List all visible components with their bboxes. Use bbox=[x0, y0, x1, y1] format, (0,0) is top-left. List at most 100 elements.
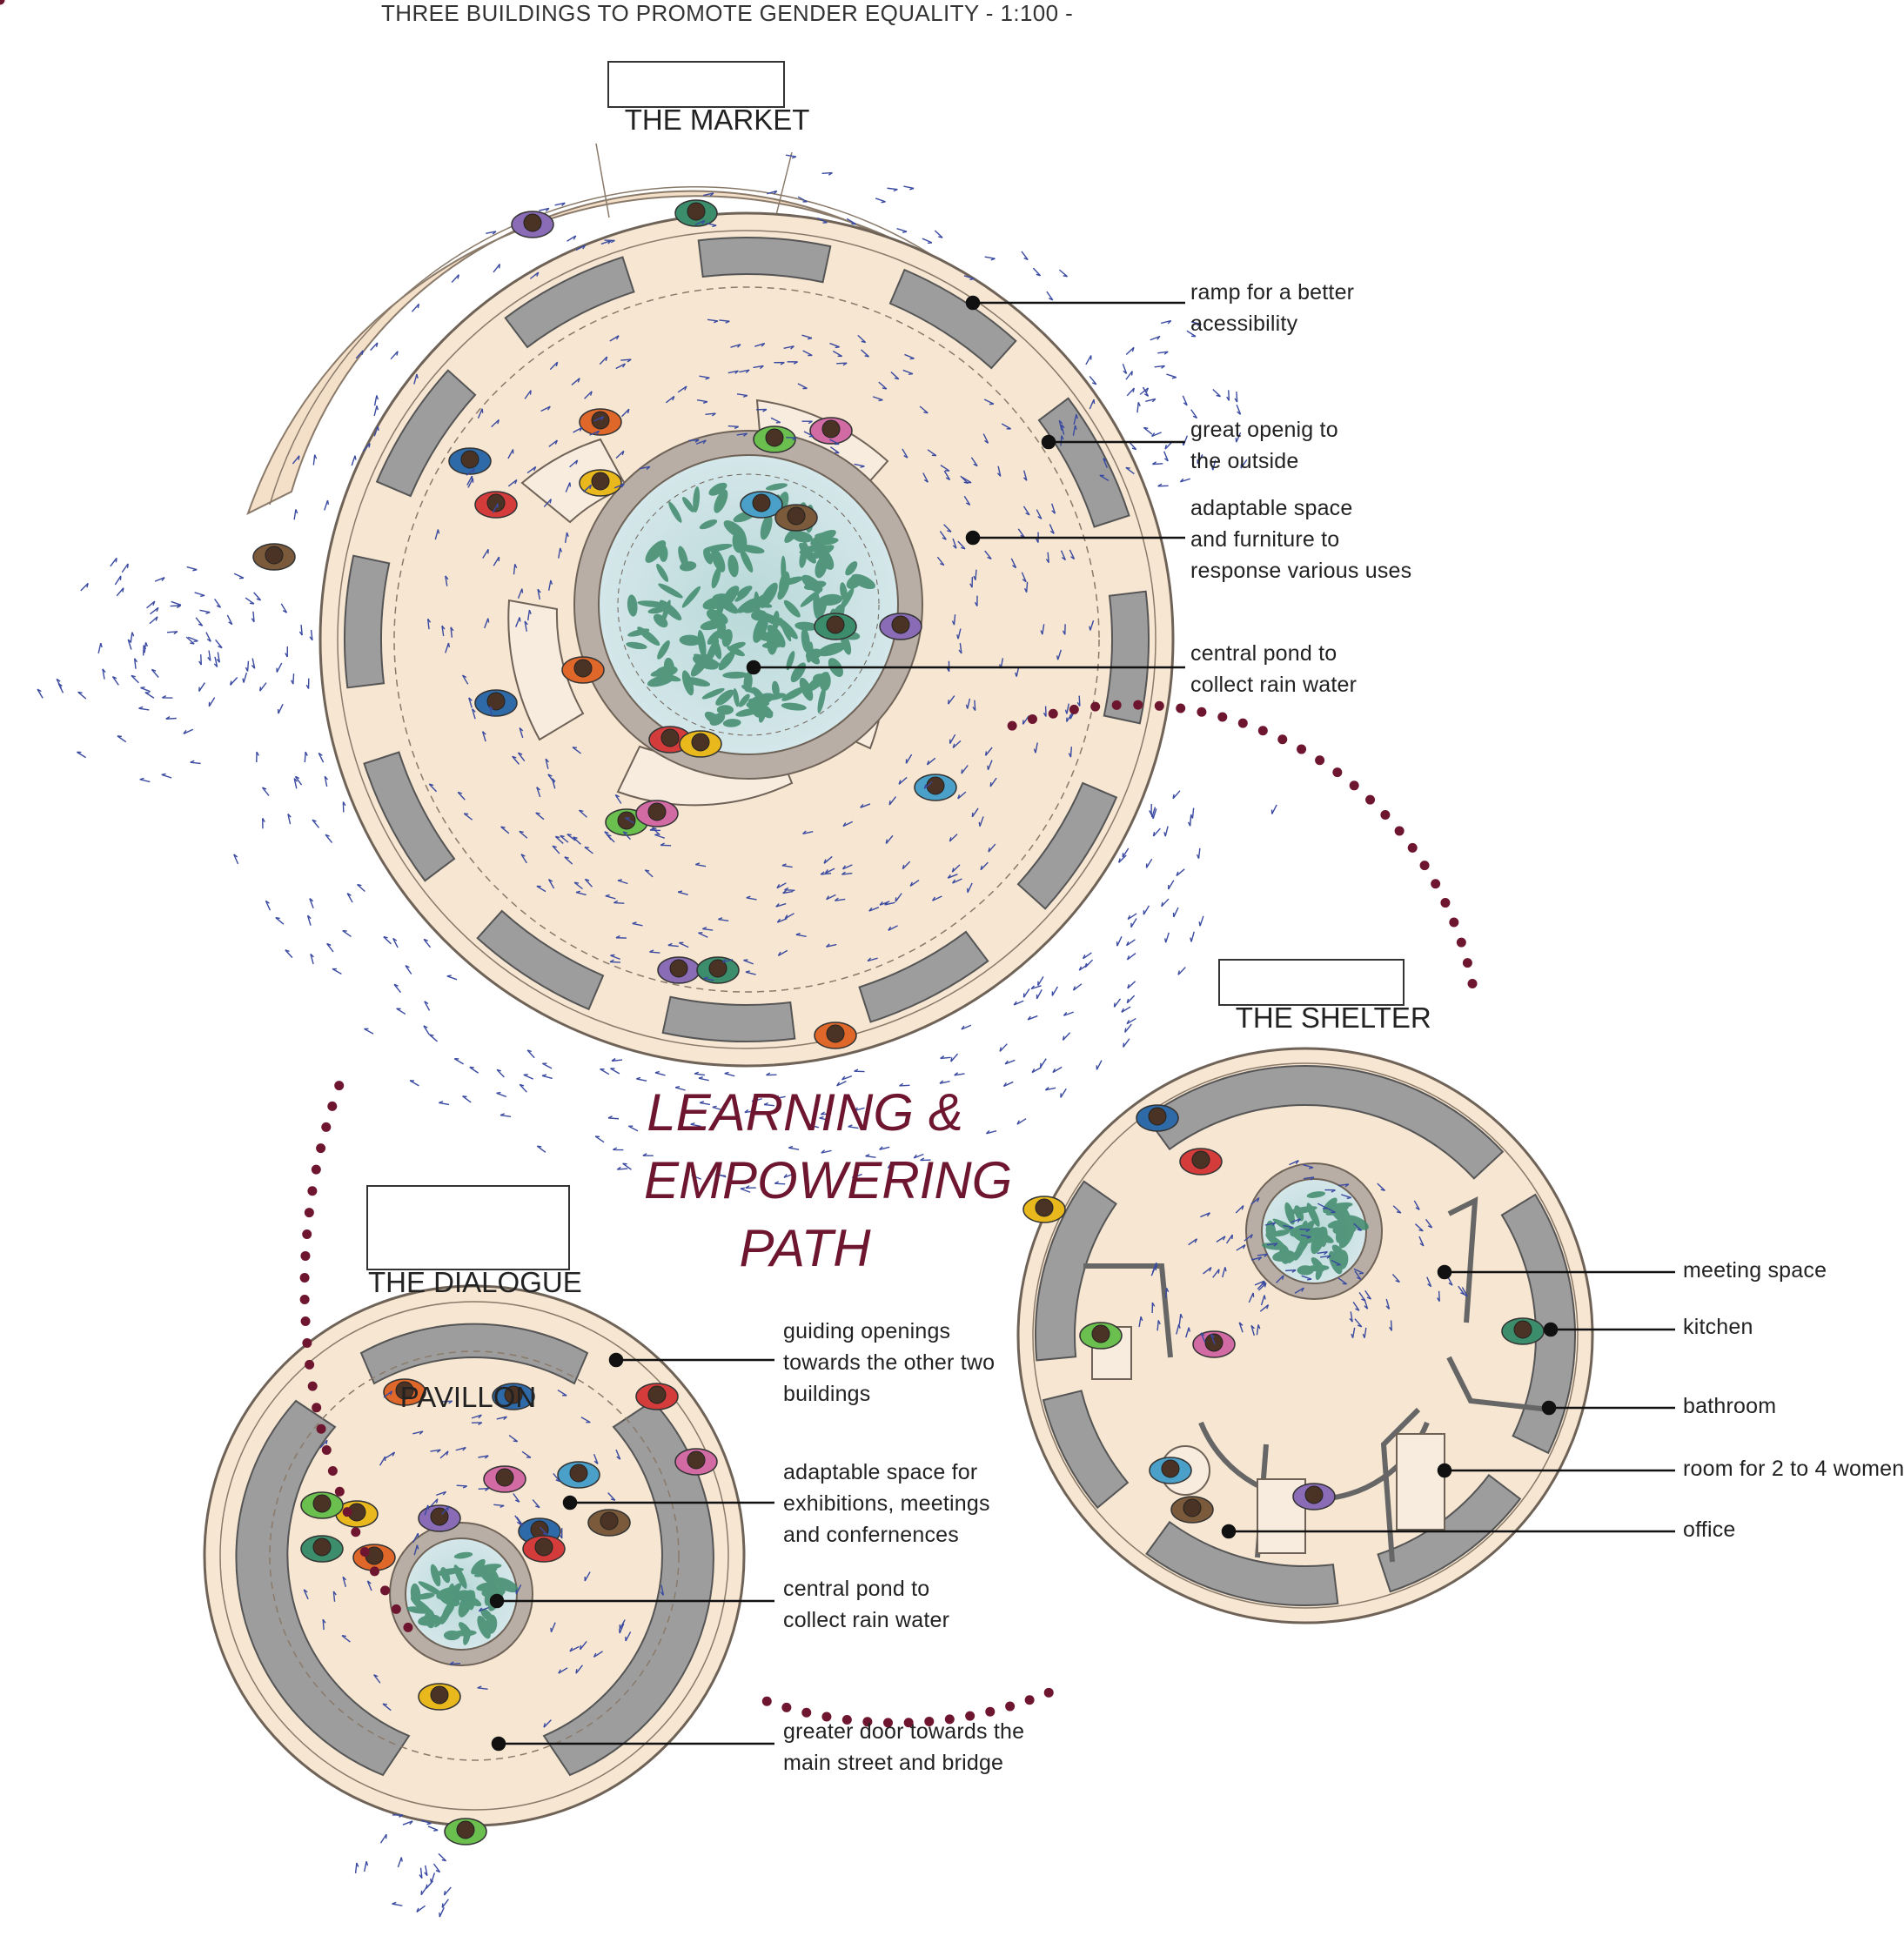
movement-arrow bbox=[712, 1105, 723, 1111]
movement-arrow bbox=[660, 1584, 665, 1596]
market-label-adaptable: adaptable space and furniture to respons… bbox=[1190, 496, 1412, 583]
movement-arrow bbox=[1023, 581, 1029, 593]
movement-arrow bbox=[1126, 939, 1136, 947]
pond-plant bbox=[416, 1592, 435, 1600]
movement-arrow bbox=[952, 538, 957, 549]
movement-arrow bbox=[884, 901, 895, 906]
path-dot bbox=[305, 1359, 315, 1370]
movement-arrow bbox=[1125, 371, 1133, 380]
movement-arrow bbox=[1200, 1212, 1211, 1218]
movement-arrow bbox=[801, 334, 813, 340]
movement-arrow bbox=[461, 674, 469, 685]
pond-plant bbox=[440, 1567, 451, 1584]
movement-arrow bbox=[783, 345, 794, 350]
movement-arrow bbox=[740, 1187, 751, 1193]
path-dot bbox=[883, 1718, 894, 1728]
movement-arrow bbox=[383, 1390, 393, 1398]
person-figure bbox=[444, 1818, 487, 1845]
movement-arrow bbox=[607, 1492, 616, 1502]
pond-plant bbox=[1331, 1244, 1344, 1258]
movement-arrow bbox=[1136, 401, 1141, 413]
path-dot bbox=[1407, 842, 1418, 853]
shelter-wall-segment bbox=[1145, 1520, 1339, 1606]
pond-plant bbox=[722, 719, 741, 727]
movement-arrow bbox=[1154, 365, 1165, 369]
movement-arrow bbox=[430, 1498, 439, 1507]
movement-arrow bbox=[867, 957, 878, 962]
pond-plant bbox=[703, 543, 733, 553]
movement-arrow bbox=[593, 1651, 603, 1658]
pond-plant bbox=[781, 687, 806, 701]
movement-arrow bbox=[139, 777, 151, 783]
person-figure bbox=[1022, 1196, 1066, 1223]
movement-arrow bbox=[1016, 1118, 1027, 1125]
movement-arrow bbox=[1036, 509, 1043, 519]
movement-arrow bbox=[499, 1113, 512, 1117]
pond-plant bbox=[463, 1629, 471, 1645]
movement-arrow bbox=[688, 439, 700, 443]
movement-arrow bbox=[285, 646, 288, 658]
pond-plant bbox=[715, 689, 734, 706]
movement-arrow bbox=[1240, 459, 1248, 469]
person-figure bbox=[1149, 1457, 1192, 1484]
person-figure bbox=[679, 730, 722, 758]
movement-arrow bbox=[1056, 649, 1062, 660]
movement-arrow bbox=[674, 1085, 686, 1091]
pond-plant bbox=[733, 688, 740, 707]
path-dot bbox=[944, 1714, 955, 1725]
shelter-wall-segment bbox=[1377, 1473, 1522, 1593]
path-dot bbox=[781, 1702, 792, 1712]
movement-arrow bbox=[909, 879, 920, 887]
movement-arrow bbox=[541, 1074, 553, 1080]
pond-plant bbox=[801, 627, 810, 653]
movement-arrow bbox=[77, 751, 87, 759]
movement-arrow bbox=[834, 897, 846, 901]
movement-arrow bbox=[207, 650, 211, 661]
movement-arrow bbox=[1002, 1081, 1014, 1088]
path-dot bbox=[1365, 794, 1376, 805]
shelter-walls bbox=[1035, 1065, 1576, 1606]
market-label-pond: central pond to collect rain water bbox=[1190, 641, 1358, 697]
movement-arrow bbox=[920, 1157, 931, 1162]
person-figure bbox=[774, 504, 818, 532]
movement-arrow bbox=[146, 600, 156, 609]
movement-arrow bbox=[1260, 1295, 1266, 1306]
movement-arrow bbox=[787, 361, 798, 365]
movement-arrow bbox=[903, 185, 915, 191]
movement-arrow bbox=[698, 1076, 709, 1082]
movement-arrow bbox=[784, 887, 795, 891]
movement-arrow bbox=[797, 383, 808, 390]
movement-arrow bbox=[549, 361, 559, 371]
movement-arrow bbox=[1022, 988, 1030, 998]
pond-plant bbox=[1265, 1220, 1277, 1243]
movement-arrow bbox=[589, 430, 600, 436]
dialogue-label-adaptable: adaptable space for exhibitions, meeting… bbox=[783, 1460, 990, 1547]
movement-arrow bbox=[1203, 1266, 1212, 1275]
movement-arrow bbox=[865, 1154, 876, 1158]
movement-arrow bbox=[363, 1861, 369, 1872]
movement-arrow bbox=[983, 399, 995, 405]
movement-arrow bbox=[947, 695, 955, 705]
dialogue-label-openings: guiding openings towards the other two b… bbox=[783, 1319, 996, 1406]
movement-arrow bbox=[453, 1058, 464, 1065]
movement-arrow bbox=[110, 557, 117, 567]
movement-arrow bbox=[820, 871, 832, 875]
movement-arrow bbox=[1270, 804, 1277, 814]
movement-arrow bbox=[743, 959, 754, 965]
movement-arrow bbox=[312, 819, 320, 828]
movement-arrow bbox=[471, 1422, 483, 1426]
pond-plant bbox=[453, 1590, 471, 1601]
movement-arrow bbox=[899, 1082, 910, 1087]
movement-arrow bbox=[251, 658, 256, 669]
movement-arrow bbox=[841, 1075, 853, 1081]
movement-arrow bbox=[1413, 1200, 1420, 1210]
movement-arrow bbox=[208, 697, 216, 707]
movement-arrow bbox=[961, 1024, 972, 1030]
movement-arrow bbox=[694, 219, 706, 225]
movement-arrow bbox=[620, 358, 632, 363]
shelter-wall-segment bbox=[1035, 1180, 1117, 1362]
movement-arrow bbox=[951, 614, 956, 626]
movement-arrow bbox=[383, 935, 392, 945]
movement-arrow bbox=[435, 1490, 447, 1497]
movement-arrow bbox=[969, 577, 974, 588]
